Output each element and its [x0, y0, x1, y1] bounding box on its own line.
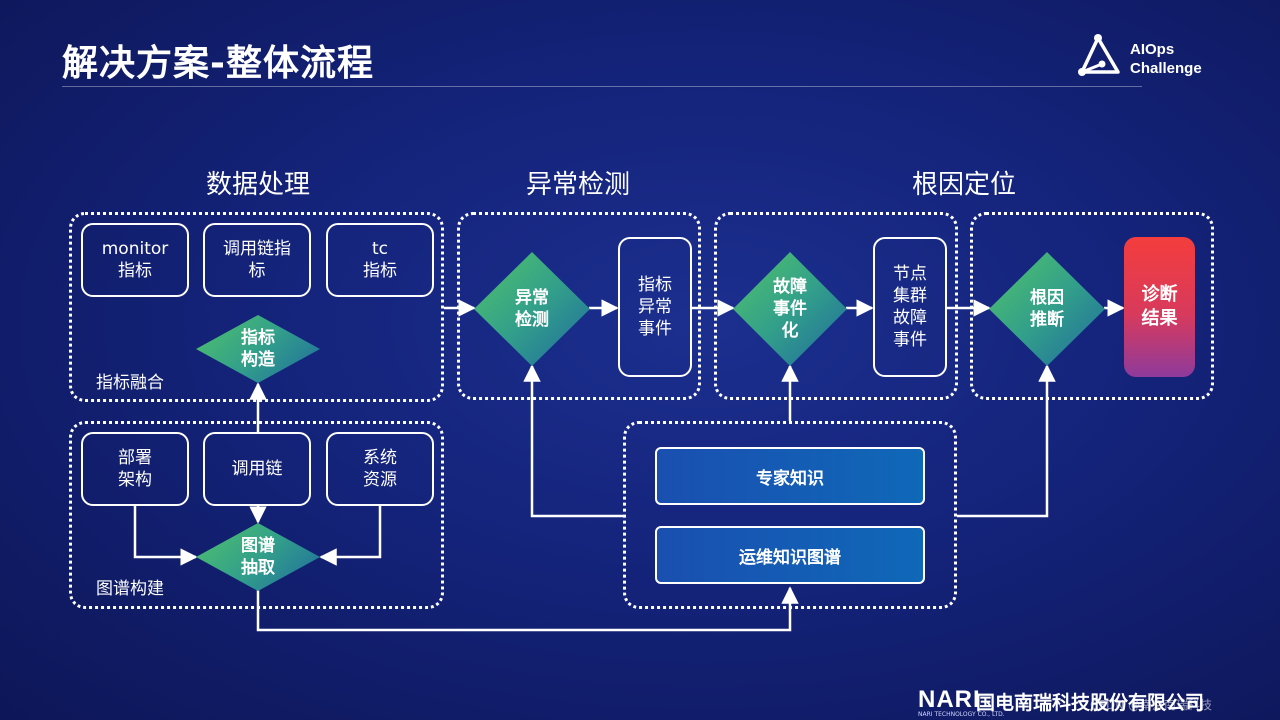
- knowledge-group: [623, 421, 957, 609]
- ops-knowledge-graph-box: 运维知识图谱: [655, 526, 925, 584]
- graph-build-group: [69, 421, 444, 609]
- anomaly-detection-group: [457, 212, 701, 400]
- expert-knowledge-box: 专家知识: [655, 447, 925, 505]
- deploy-arch-box: 部署 架构: [81, 432, 189, 506]
- fault-eventize-group: [714, 212, 958, 400]
- footer-company-en: NARI TECHNOLOGY CO., LTD.: [918, 711, 1005, 718]
- node-cluster-fault-events-box: 节点 集群 故障 事件: [873, 237, 947, 377]
- footer-watermark: CSDN @南京南瑞科技: [1090, 698, 1213, 712]
- logo-line-1: AIOps: [1130, 41, 1175, 58]
- fault-eventize-label: 故障 事件 化: [773, 277, 807, 341]
- metric-construct-label: 指标 构造: [241, 328, 275, 370]
- metrics-fusion-label: 指标融合: [96, 373, 164, 393]
- arrow-extract-to-ops-graph: [256, 586, 799, 632]
- trace-box: 调用链: [203, 432, 311, 506]
- diagnosis-result-box: 诊断 结果: [1124, 237, 1195, 377]
- fault-eventize-diamond: 故障 事件 化: [733, 252, 847, 366]
- monitor-metric-box: monitor 指标: [81, 223, 189, 297]
- page-title: 解决方案-整体流程: [62, 43, 374, 84]
- tc-metric-box: tc 指标: [326, 223, 434, 297]
- footer-company-name: 国电南瑞科技股份有限公司: [976, 692, 1205, 714]
- arrow-system-to-extract: [319, 505, 382, 566]
- title-divider: [62, 86, 1142, 87]
- arrow-knowledge-to-infer: [957, 364, 1056, 518]
- root-cause-infer-label: 根因 推断: [1030, 288, 1064, 330]
- footer-brand-logo: NARI: [918, 686, 981, 713]
- logo-text: AIOps Challenge: [1130, 40, 1202, 78]
- trace-metric-box: 调用链指 标: [203, 223, 311, 297]
- root-cause-infer-diamond: 根因 推断: [989, 252, 1105, 366]
- graph-extract-label: 图谱 抽取: [241, 536, 275, 578]
- anomaly-detect-diamond: 异常 检测: [474, 252, 590, 366]
- section-title-anomaly-detection: 异常检测: [525, 170, 630, 200]
- metric-anomaly-events-box: 指标 异常 事件: [618, 237, 692, 377]
- logo-line-2: Challenge: [1130, 60, 1202, 77]
- graph-extract-diamond: 图谱 抽取: [196, 523, 320, 591]
- aiops-logo-icon: [1078, 34, 1120, 76]
- arrow-knowledge-to-detect: [523, 364, 623, 518]
- section-title-data-processing: 数据处理: [205, 170, 310, 200]
- root-cause-inference-group: [970, 212, 1214, 400]
- section-title-root-cause: 根因定位: [911, 170, 1016, 200]
- metric-construct-diamond: 指标 构造: [196, 315, 320, 383]
- arrow-deploy-to-extract: [133, 505, 198, 566]
- metrics-fusion-group: [69, 212, 444, 402]
- graph-build-label: 图谱构建: [96, 579, 164, 599]
- system-resource-box: 系统 资源: [326, 432, 434, 506]
- anomaly-detect-label: 异常 检测: [515, 288, 549, 330]
